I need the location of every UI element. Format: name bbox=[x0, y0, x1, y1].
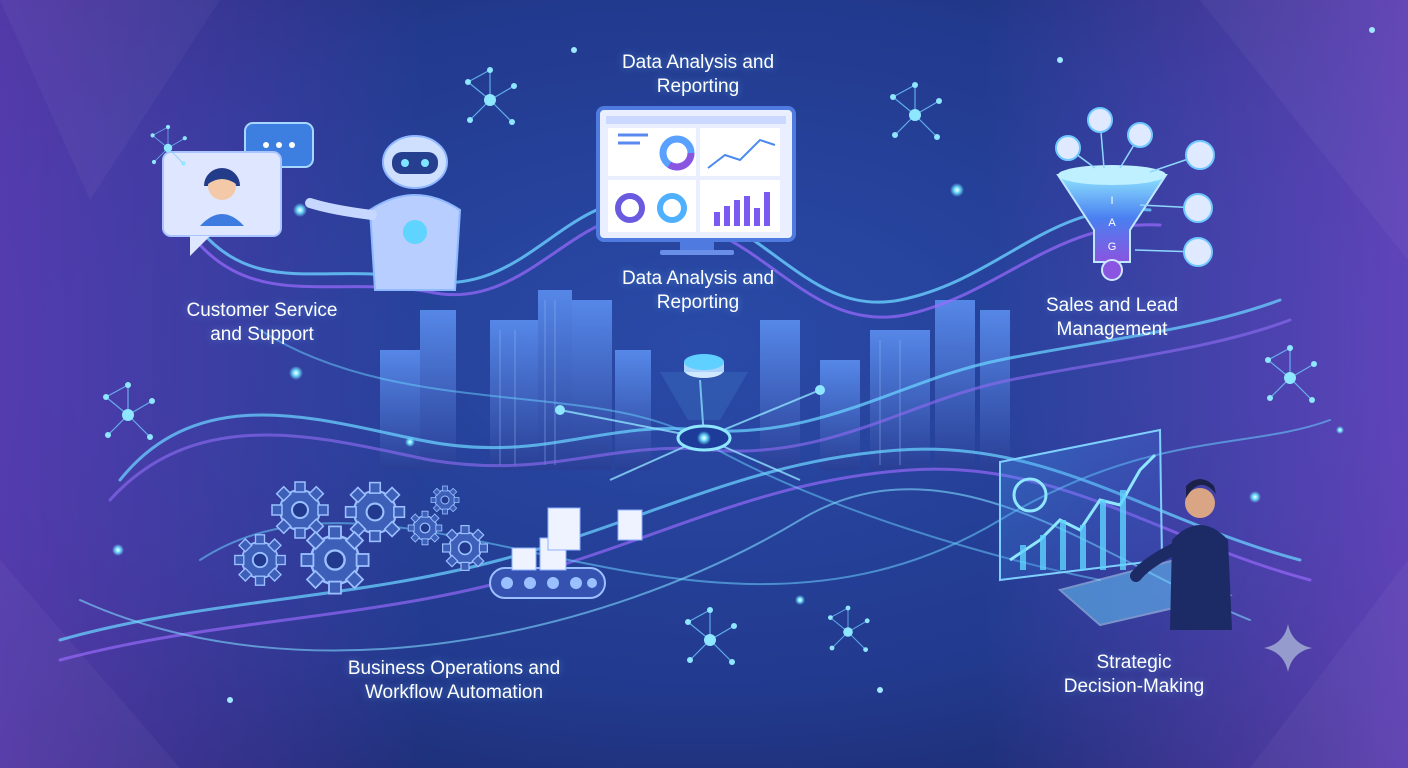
document-icon bbox=[511, 507, 643, 571]
funnel-letter-2: A bbox=[1108, 217, 1116, 229]
funnel-icon bbox=[1055, 107, 1215, 281]
conveyor-icon bbox=[489, 567, 606, 599]
businessman-icon bbox=[1130, 479, 1232, 630]
monitor-dashboard-icon bbox=[596, 106, 796, 255]
funnel-letter-1: I bbox=[1110, 195, 1113, 207]
sparkle-icon bbox=[1264, 624, 1312, 672]
robot-icon bbox=[293, 135, 462, 291]
funnel-letter-3: G bbox=[1108, 241, 1117, 253]
chat-bubble-icon bbox=[162, 122, 314, 256]
hub-icon bbox=[555, 354, 825, 481]
